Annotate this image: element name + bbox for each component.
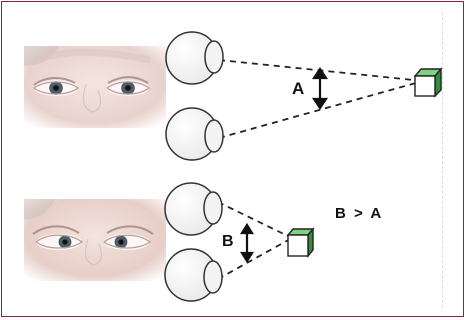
angle-b-arrow: [240, 222, 254, 264]
convergence-diagram: [2, 2, 463, 316]
comparison-label: B > A: [335, 205, 384, 222]
angle-a-label: A: [292, 79, 305, 98]
eyeball-icon: [164, 31, 224, 302]
bottom-face-photo: [24, 199, 166, 281]
angle-a-arrow: [311, 67, 329, 110]
top-face-photo: [24, 46, 166, 128]
diagram-frame: A B B > A: [1, 1, 464, 317]
near-view-lines: [217, 201, 293, 280]
cube-icon: [286, 67, 443, 258]
angle-b-label: B: [222, 233, 234, 250]
dashed-guide-line: [442, 12, 443, 308]
